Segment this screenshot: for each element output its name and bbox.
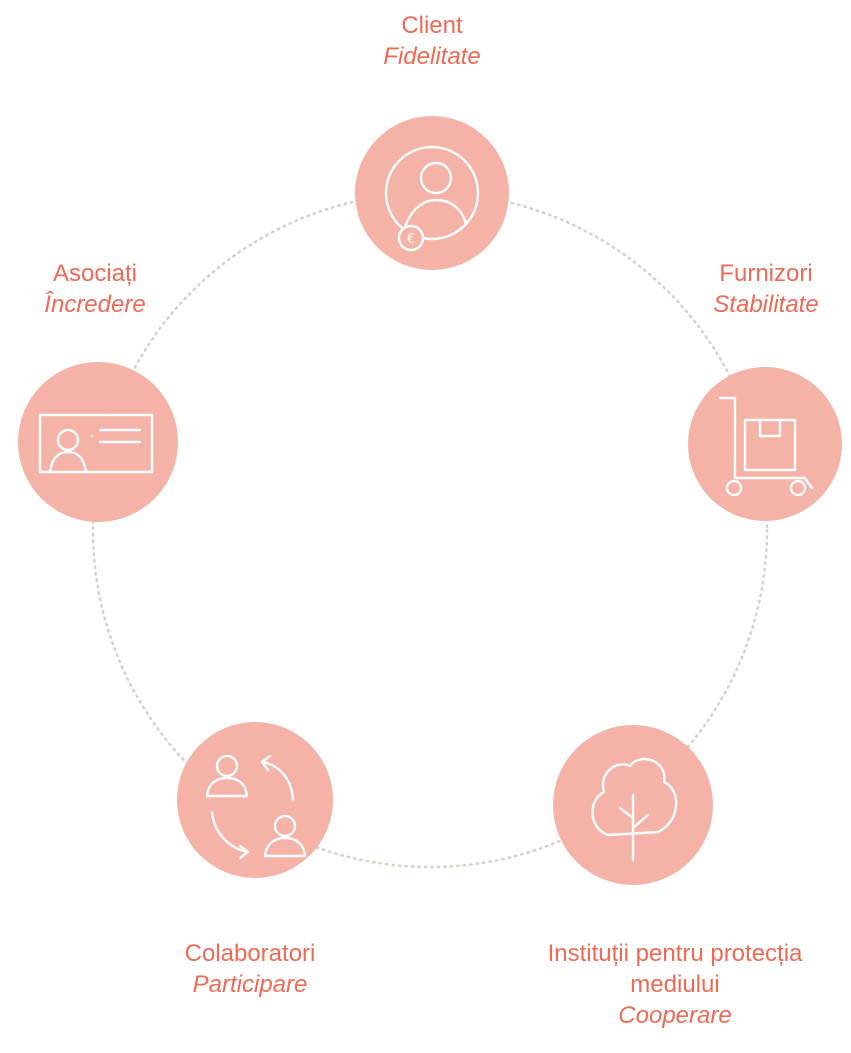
label-client: Client Fidelitate bbox=[332, 10, 532, 72]
node-name: Colaboratori bbox=[184, 940, 316, 967]
node-value: Încredere bbox=[44, 291, 146, 318]
node-asociati bbox=[18, 362, 178, 522]
tree-icon bbox=[591, 757, 678, 862]
node-furnizori-circle bbox=[688, 367, 842, 521]
node-value: Stabilitate bbox=[713, 291, 819, 318]
label-furnizori: Furnizori Stabilitate bbox=[681, 258, 851, 320]
id-card-icon bbox=[38, 413, 154, 474]
user-euro-icon: € bbox=[384, 145, 480, 252]
cart-box-icon bbox=[718, 396, 814, 497]
node-client: € bbox=[355, 116, 509, 270]
node-colaboratori bbox=[177, 722, 333, 878]
node-name: Asociați bbox=[52, 260, 138, 287]
node-institutii bbox=[553, 725, 713, 885]
node-name: Furnizori bbox=[719, 260, 813, 287]
svg-text:€: € bbox=[407, 232, 415, 247]
label-institutii: Instituții pentru protecția mediului Coo… bbox=[500, 938, 850, 1031]
node-furnizori bbox=[688, 367, 842, 521]
node-asociati-circle bbox=[18, 362, 178, 522]
node-colaboratori-circle bbox=[177, 722, 333, 878]
node-value: Participare bbox=[192, 971, 308, 998]
node-value: Fidelitate bbox=[383, 43, 481, 70]
node-name: Instituții pentru protecția mediului bbox=[547, 940, 803, 998]
node-name: Client bbox=[401, 12, 463, 39]
users-exchange-icon bbox=[205, 754, 307, 860]
label-asociati: Asociați Încredere bbox=[0, 258, 190, 320]
label-colaboratori: Colaboratori Participare bbox=[150, 938, 350, 1000]
node-value: Cooperare bbox=[618, 1002, 732, 1029]
